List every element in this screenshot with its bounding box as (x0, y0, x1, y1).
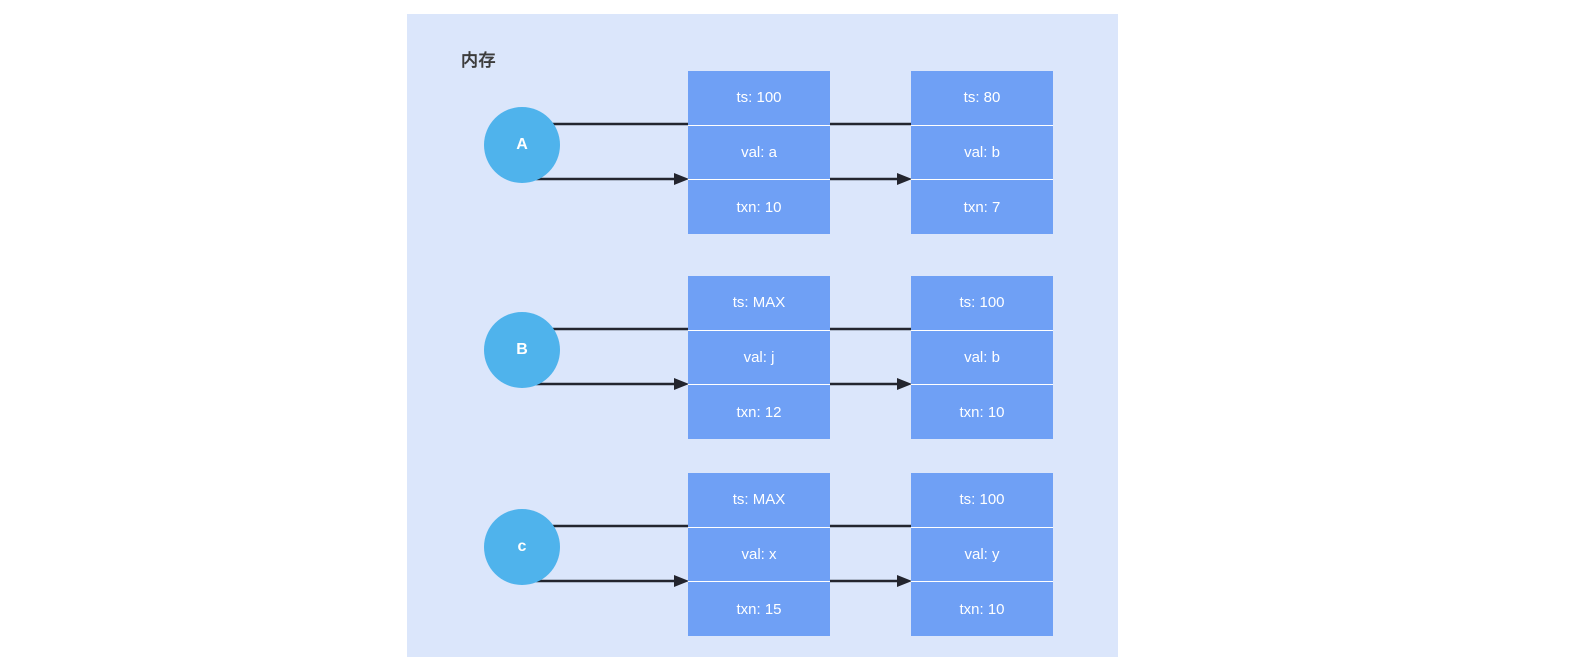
version-chain-row: B ts: MAX val: j txn: 12 ts: 100 val: b … (407, 262, 1118, 439)
cell-val: val: b (911, 329, 1053, 385)
cell-val: val: x (688, 526, 830, 582)
cell-val: val: b (911, 124, 1053, 180)
node-circle[interactable]: c (484, 509, 560, 585)
memory-panel: 内存 A ts: 100 val: a txn: 10 (407, 14, 1118, 657)
cell-ts: ts: 100 (959, 294, 1005, 312)
cell-ts: ts: 80 (963, 89, 1001, 107)
version-box[interactable]: ts: 80 val: b txn: 7 (911, 71, 1053, 234)
cell-txn: txn: 15 (688, 581, 830, 636)
node-circle[interactable]: A (484, 107, 560, 183)
version-chain-row: c ts: MAX val: x txn: 15 ts: 100 val: y … (407, 459, 1118, 636)
panel-title: 内存 (461, 51, 496, 70)
version-chain-row: A ts: 100 val: a txn: 10 ts: 80 val: b t… (407, 57, 1118, 234)
cell-ts: ts: MAX (732, 491, 786, 509)
cell-txn: txn: 10 (688, 179, 830, 234)
cell-val: val: y (911, 526, 1053, 582)
node-circle[interactable]: B (484, 312, 560, 388)
cell-txn: txn: 10 (911, 581, 1053, 636)
cell-val: val: a (688, 124, 830, 180)
cell-ts: ts: 100 (959, 491, 1005, 509)
version-box[interactable]: ts: MAX val: x txn: 15 (688, 473, 830, 636)
version-box[interactable]: ts: MAX val: j txn: 12 (688, 276, 830, 439)
version-box[interactable]: ts: 100 val: b txn: 10 (911, 276, 1053, 439)
version-box[interactable]: ts: 100 val: a txn: 10 (688, 71, 830, 234)
version-box[interactable]: ts: 100 val: y txn: 10 (911, 473, 1053, 636)
cell-txn: txn: 12 (688, 384, 830, 439)
node-label: c (517, 538, 527, 555)
cell-ts: ts: 100 (736, 89, 782, 107)
cell-val: val: j (688, 329, 830, 385)
cell-txn: txn: 10 (911, 384, 1053, 439)
cell-ts: ts: MAX (732, 294, 786, 312)
node-label: A (516, 136, 528, 153)
cell-txn: txn: 7 (911, 179, 1053, 234)
node-label: B (516, 341, 528, 358)
